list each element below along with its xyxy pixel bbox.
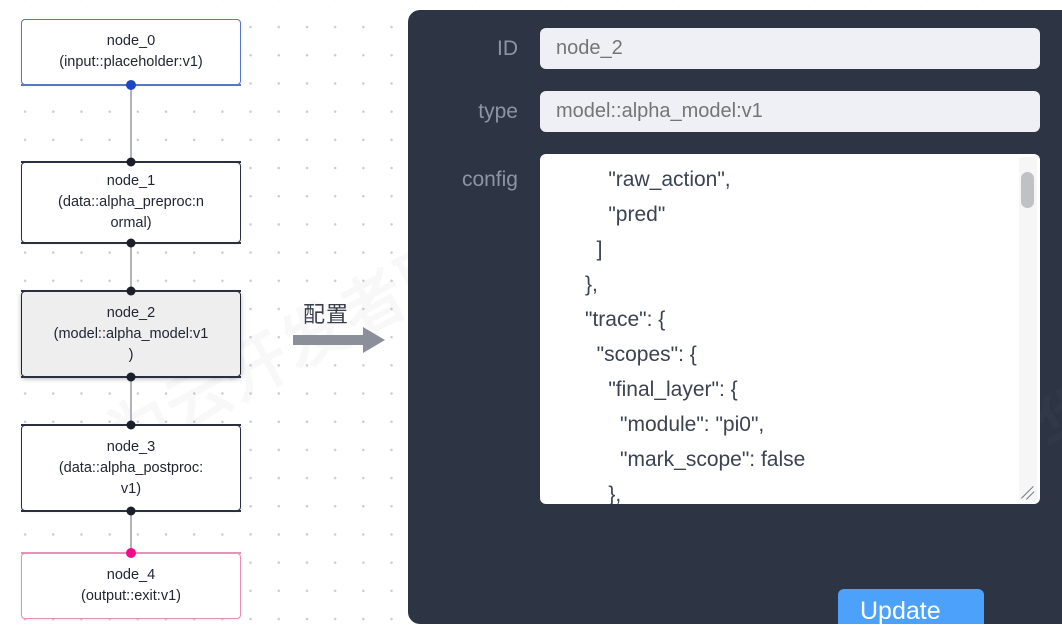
flow-node-label: node_2 (model::alpha_model:v1 ) <box>53 304 209 363</box>
handle-node2-source[interactable] <box>126 372 136 382</box>
handle-node1-source[interactable] <box>126 238 136 248</box>
field-row-id: ID <box>430 28 1040 69</box>
handle-node0-source[interactable] <box>126 80 136 90</box>
edge-node3-node4 <box>130 511 132 554</box>
node-config-panel: 华为云开发者联盟 ID type config Update <box>408 10 1062 624</box>
arrow-shaft <box>293 335 365 345</box>
type-input[interactable] <box>540 91 1040 132</box>
update-button[interactable]: Update <box>838 589 984 624</box>
flow-node-node_1[interactable]: node_1 (data::alpha_preproc:n ormal) <box>21 162 241 243</box>
config-textarea-wrap <box>540 154 1040 504</box>
config-field-label: config <box>461 168 518 191</box>
id-input[interactable] <box>540 28 1040 69</box>
handle-node2-target[interactable] <box>126 286 136 296</box>
id-field-label: ID <box>497 36 518 60</box>
handle-node3-target[interactable] <box>126 420 136 430</box>
handle-node3-source[interactable] <box>126 506 136 516</box>
handle-node1-target[interactable] <box>126 157 136 167</box>
edge-node2-node3 <box>130 377 132 426</box>
edge-node0-node1 <box>130 85 132 163</box>
field-row-type: type <box>430 91 1040 132</box>
flow-node-label: node_1 (data::alpha_preproc:n ormal) <box>58 173 204 231</box>
transition-arrow: 配置 <box>293 297 393 363</box>
config-scrollbar-thumb[interactable] <box>1021 172 1034 208</box>
handle-node4-target[interactable] <box>126 548 136 558</box>
flow-node-label: node_0 (input::placeholder:v1) <box>59 33 203 70</box>
flow-node-node_2[interactable]: node_2 (model::alpha_model:v1 ) <box>21 291 241 377</box>
config-textarea[interactable] <box>540 154 1040 504</box>
arrow-head-icon <box>363 327 385 353</box>
flow-node-label: node_4 (output::exit:v1) <box>81 567 181 604</box>
type-field-label: type <box>478 99 518 123</box>
edge-node1-node2 <box>130 243 132 292</box>
flow-node-node_0[interactable]: node_0 (input::placeholder:v1) <box>21 19 241 85</box>
flow-node-node_4[interactable]: node_4 (output::exit:v1) <box>21 553 241 619</box>
flow-node-node_3[interactable]: node_3 (data::alpha_postproc: v1) <box>21 425 241 511</box>
resize-handle-icon[interactable] <box>1021 485 1037 501</box>
field-row-config: config <box>430 154 1040 504</box>
config-scrollbar-track[interactable] <box>1019 157 1037 501</box>
flow-node-label: node_3 (data::alpha_postproc: v1) <box>58 438 204 497</box>
arrow-caption-label: 配置 <box>303 302 350 327</box>
